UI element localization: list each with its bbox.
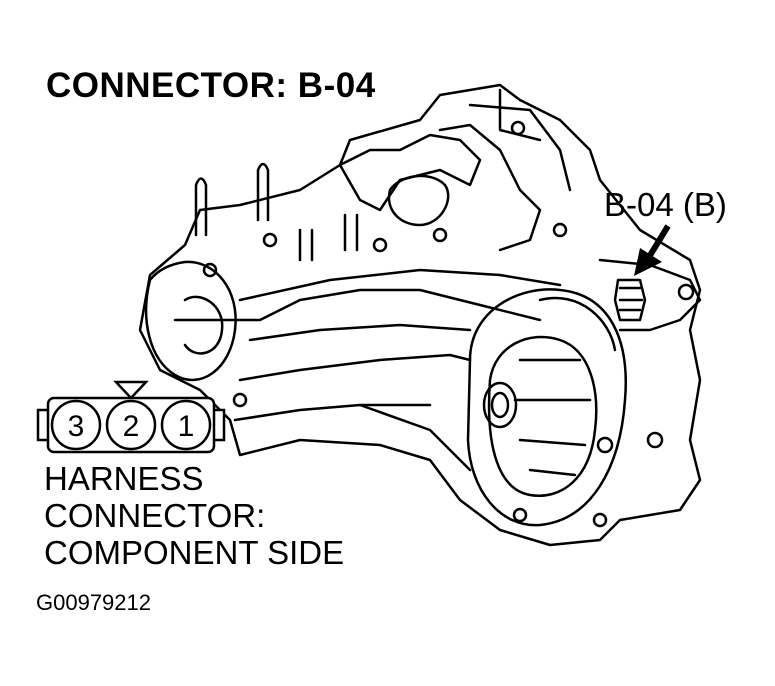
stud [343, 213, 359, 252]
key-triangle-icon [113, 380, 149, 400]
figure-id: G00979212 [36, 590, 151, 615]
stud [256, 162, 270, 222]
harness-caption: HARNESS CONNECTOR: COMPONENT SIDE [44, 460, 344, 571]
pin-2-label: 2 [123, 410, 140, 443]
stud [298, 228, 314, 262]
pin-2 [105, 399, 157, 451]
stud [194, 177, 208, 237]
pin-3-label: 3 [68, 410, 85, 443]
harness-caption-line2: CONNECTOR: [44, 497, 266, 534]
pin-1-label: 1 [178, 410, 195, 443]
housing-outline [138, 83, 702, 547]
b04-sensor [613, 278, 647, 322]
harness-caption-line1: HARNESS [44, 460, 204, 497]
harness-caption-line3: COMPONENT SIDE [44, 534, 345, 571]
connector-title: CONNECTOR: B-04 [46, 66, 376, 105]
pin-1 [160, 399, 212, 451]
callout-arrow [634, 224, 671, 276]
bell-housing [466, 288, 627, 527]
pin-3 [50, 399, 102, 451]
callout-label: B-04 (B) [604, 186, 727, 223]
harness-connector-symbol [36, 380, 226, 454]
